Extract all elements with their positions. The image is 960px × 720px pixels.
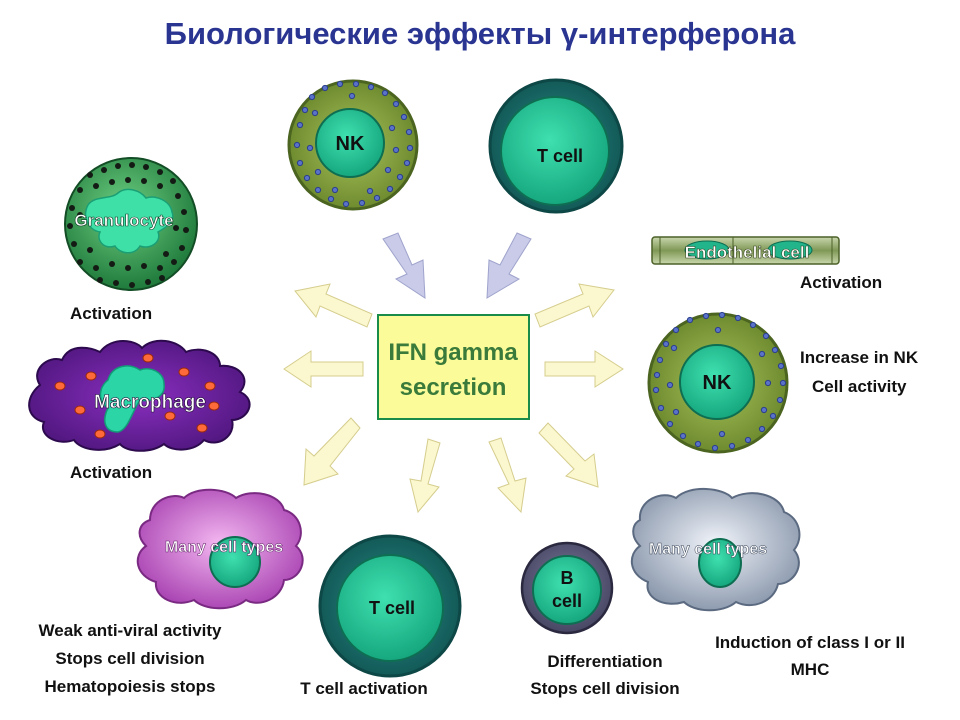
nk-cell-top [287,79,419,211]
arrow-to-granulocyte [294,283,373,328]
macrophage-cell [28,339,251,452]
b-cell-effect-line1: Differentiation [547,652,663,671]
nk-effect-line1: Increase in NK [800,348,919,367]
arrow-tcell-to-center [486,232,532,299]
granulocyte-effect: Activation [70,304,153,323]
arrow-to-many-right [538,422,599,488]
macrophage-effect: Activation [70,463,153,482]
arrow-to-many-left [303,417,361,486]
many-cell-types-left [136,488,304,610]
slide-title: Биологические эффекты γ-интерферона [164,16,796,51]
macrophage-label: Macrophage [94,392,206,413]
arrow-to-endothelial [534,283,615,328]
nk-cell-right [647,311,789,454]
t-bottom-label: T cell [369,598,415,618]
center-label-line1: IFN gamma [388,339,518,366]
many-left-effect-line3: Hematopoiesis stops [44,677,216,696]
many-right-label: Many cell types [649,541,767,558]
endothelial-cell [651,236,840,265]
b-cell-label-1: B [561,568,574,588]
many-left-effect-line2: Stops cell division [55,649,205,668]
nk-effect-line2: Cell activity [812,377,907,396]
many-cell-types-right [630,487,801,612]
t-cell-bottom [318,534,462,678]
granulocyte-cell [64,157,198,291]
b-cell-effect-line2: Stops cell division [530,679,680,698]
arrow-to-nk-right [544,350,624,388]
arrow-nk-to-center [382,232,426,299]
center-label-line2: secretion [400,374,507,401]
b-cell-label-2: cell [552,591,582,611]
t-cell-effect: T cell activation [300,679,428,698]
endothelial-effect: Activation [800,273,883,292]
t-cell-top [488,78,624,214]
t-top-label: T cell [537,146,583,166]
center-box [377,314,530,420]
arrow-to-t-bottom [409,438,441,514]
many-right-effect-line1: Induction of class I or II [715,633,905,652]
nk-right-label: NK [703,372,732,394]
b-cell [520,541,614,635]
arrow-to-b-cell [488,437,527,514]
endothelial-label: Endothelial cell [685,243,810,262]
many-left-label: Many cell types [165,539,283,556]
many-right-effect-line2: MHC [790,660,830,679]
granulocyte-label: Granulocyte [74,211,173,230]
many-left-effect-line1: Weak anti-viral activity [38,621,222,640]
nk-top-label: NK [336,133,365,155]
arrow-to-macrophage [283,350,364,388]
